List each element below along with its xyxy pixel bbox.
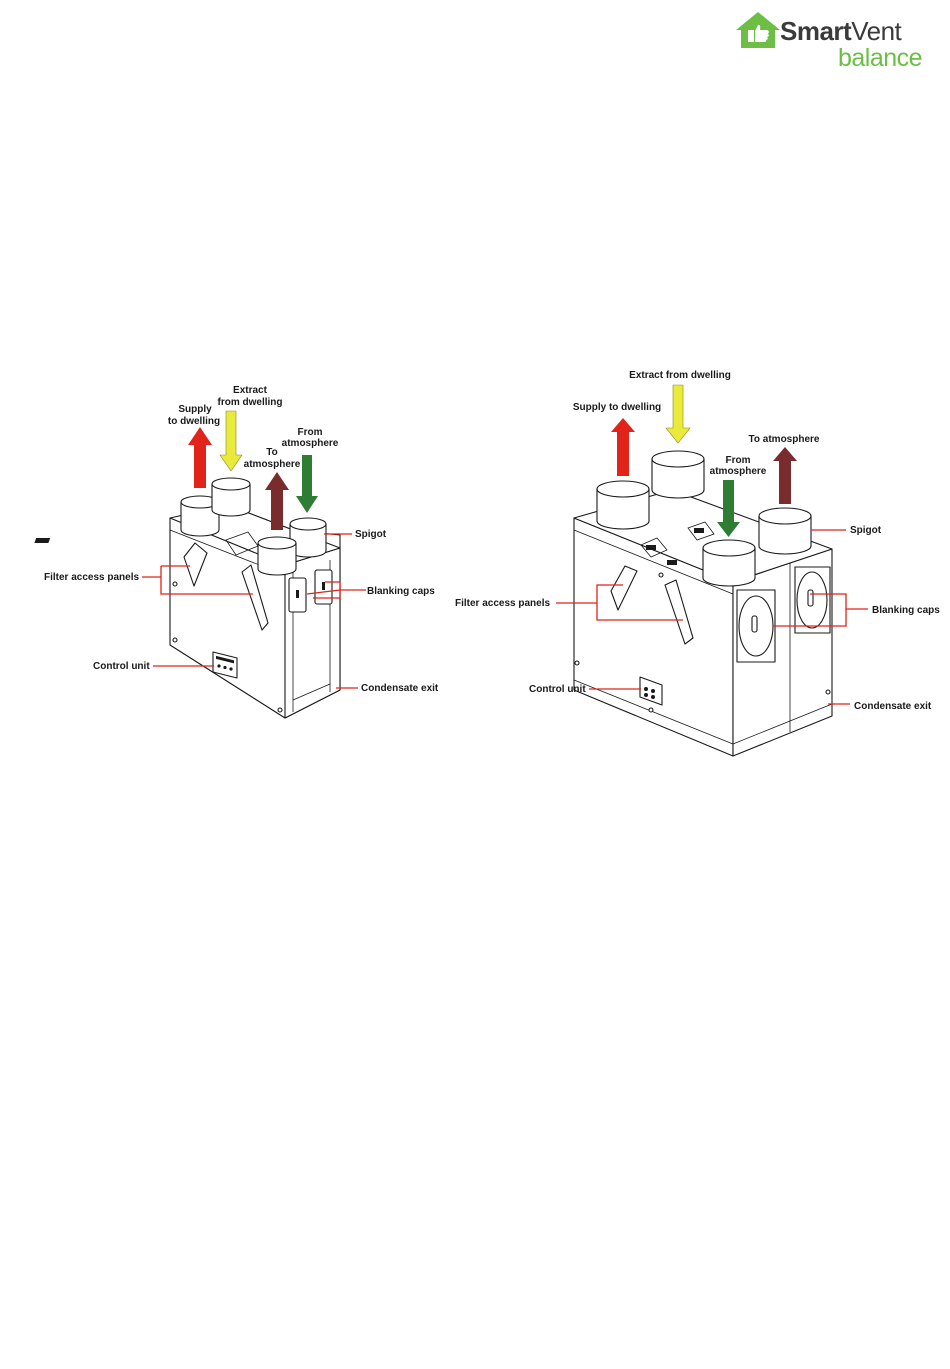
- right-spigot-label: Spigot: [850, 525, 882, 536]
- left-to-atmosphere-label-line2: atmosphere: [244, 459, 301, 470]
- extract-arrow-icon: [665, 384, 691, 444]
- left-to-atmosphere-label: To: [266, 447, 277, 458]
- left-filter-panel-2: [241, 564, 269, 631]
- smartvent-logo: SmartVent balance: [732, 8, 932, 74]
- left-from-atmosphere-label-line2: atmosphere: [282, 438, 339, 449]
- left-blanking-caps: [288, 569, 333, 613]
- right-control-unit: [639, 676, 663, 706]
- svg-text:from dwelling: from dwelling: [218, 397, 283, 408]
- svg-text:Spigot: Spigot: [355, 529, 387, 540]
- svg-text:Control unit: Control unit: [93, 661, 150, 672]
- right-filter-access-panels-label: Filter access panels: [455, 598, 550, 609]
- left-unit: Supply to dwelling Extract from dwelling…: [34, 385, 439, 719]
- right-condensate-exit-label: Condensate exit: [854, 701, 932, 712]
- right-blanking-caps-label: Blanking caps: [872, 605, 940, 616]
- to-atmosphere-arrow-icon: [773, 447, 797, 504]
- svg-text:Condensate exit: Condensate exit: [854, 701, 932, 712]
- svg-text:To atmosphere: To atmosphere: [749, 434, 820, 445]
- right-spigot-to-atmosphere: [758, 507, 812, 555]
- left-extract-label: Extract: [233, 385, 268, 396]
- svg-text:Filter access panels: Filter access panels: [455, 598, 550, 609]
- left-control-unit: [212, 651, 238, 679]
- svg-text:Extract: Extract: [233, 385, 268, 396]
- svg-text:atmosphere: atmosphere: [244, 459, 301, 470]
- left-extract-label-line2: from dwelling: [218, 397, 283, 408]
- left-filter-panel-1: [183, 542, 208, 587]
- right-spigot-supply: [596, 480, 650, 530]
- logo-wordmark: SmartVent: [780, 16, 902, 46]
- right-filter-panel-2: [664, 579, 694, 645]
- right-extract-label: Extract from dwelling: [629, 370, 731, 381]
- svg-text:Supply to dwelling: Supply to dwelling: [573, 402, 661, 413]
- svg-text:Blanking caps: Blanking caps: [872, 605, 940, 616]
- right-blanking-caps: [736, 566, 831, 663]
- left-control-unit-label: Control unit: [93, 661, 150, 672]
- right-filter-panel-1: [610, 565, 638, 611]
- left-from-atmosphere-label: From: [298, 427, 323, 438]
- right-spigot-extract: [651, 450, 705, 499]
- left-spigot-extract: [211, 477, 251, 517]
- right-unit: Supply to dwelling Extract from dwelling…: [455, 370, 940, 757]
- left-supply-label: Supply: [178, 404, 212, 415]
- right-spigot-from-atmosphere: [702, 539, 756, 587]
- right-to-atmosphere-label: To atmosphere: [749, 434, 820, 445]
- supply-arrow-icon: [611, 418, 635, 476]
- left-spigot-label: Spigot: [355, 529, 387, 540]
- svg-text:Supply: Supply: [178, 404, 212, 415]
- extract-arrow-icon: [219, 410, 243, 472]
- supply-arrow-icon: [188, 427, 212, 488]
- right-control-unit-label: Control unit: [529, 684, 586, 695]
- from-atmosphere-arrow-icon: [717, 480, 740, 537]
- left-spigot-supply: [180, 495, 220, 537]
- left-condensate-exit-label: Condensate exit: [361, 683, 439, 694]
- left-supply-label-line2: to dwelling: [168, 416, 220, 427]
- svg-text:Control unit: Control unit: [529, 684, 586, 695]
- left-filter-access-panels-label: Filter access panels: [44, 572, 139, 583]
- logo-subtitle: balance: [838, 44, 923, 72]
- right-leader-lines: [556, 529, 868, 705]
- svg-text:atmosphere: atmosphere: [710, 466, 767, 477]
- svg-text:To: To: [266, 447, 277, 458]
- left-spigot-from-atmosphere: [289, 517, 327, 558]
- house-thumb-icon: [736, 12, 780, 48]
- svg-text:atmosphere: atmosphere: [282, 438, 339, 449]
- svg-text:Spigot: Spigot: [850, 525, 882, 536]
- svg-text:to dwelling: to dwelling: [168, 416, 220, 427]
- right-supply-label: Supply to dwelling: [573, 402, 661, 413]
- svg-text:Blanking caps: Blanking caps: [367, 586, 435, 597]
- from-atmosphere-arrow-icon: [296, 455, 318, 513]
- svg-text:Filter access panels: Filter access panels: [44, 572, 139, 583]
- svg-text:From: From: [726, 455, 751, 466]
- svg-text:Extract from dwelling: Extract from dwelling: [629, 370, 731, 381]
- right-from-atmosphere-label: From: [726, 455, 751, 466]
- svg-text:From: From: [298, 427, 323, 438]
- to-atmosphere-arrow-icon: [265, 472, 289, 530]
- right-from-atmosphere-label-line2: atmosphere: [710, 466, 767, 477]
- left-blanking-caps-label: Blanking caps: [367, 586, 435, 597]
- left-leader-lines: [142, 533, 366, 689]
- left-spigot-to-atmosphere: [257, 536, 297, 576]
- svg-text:Condensate exit: Condensate exit: [361, 683, 439, 694]
